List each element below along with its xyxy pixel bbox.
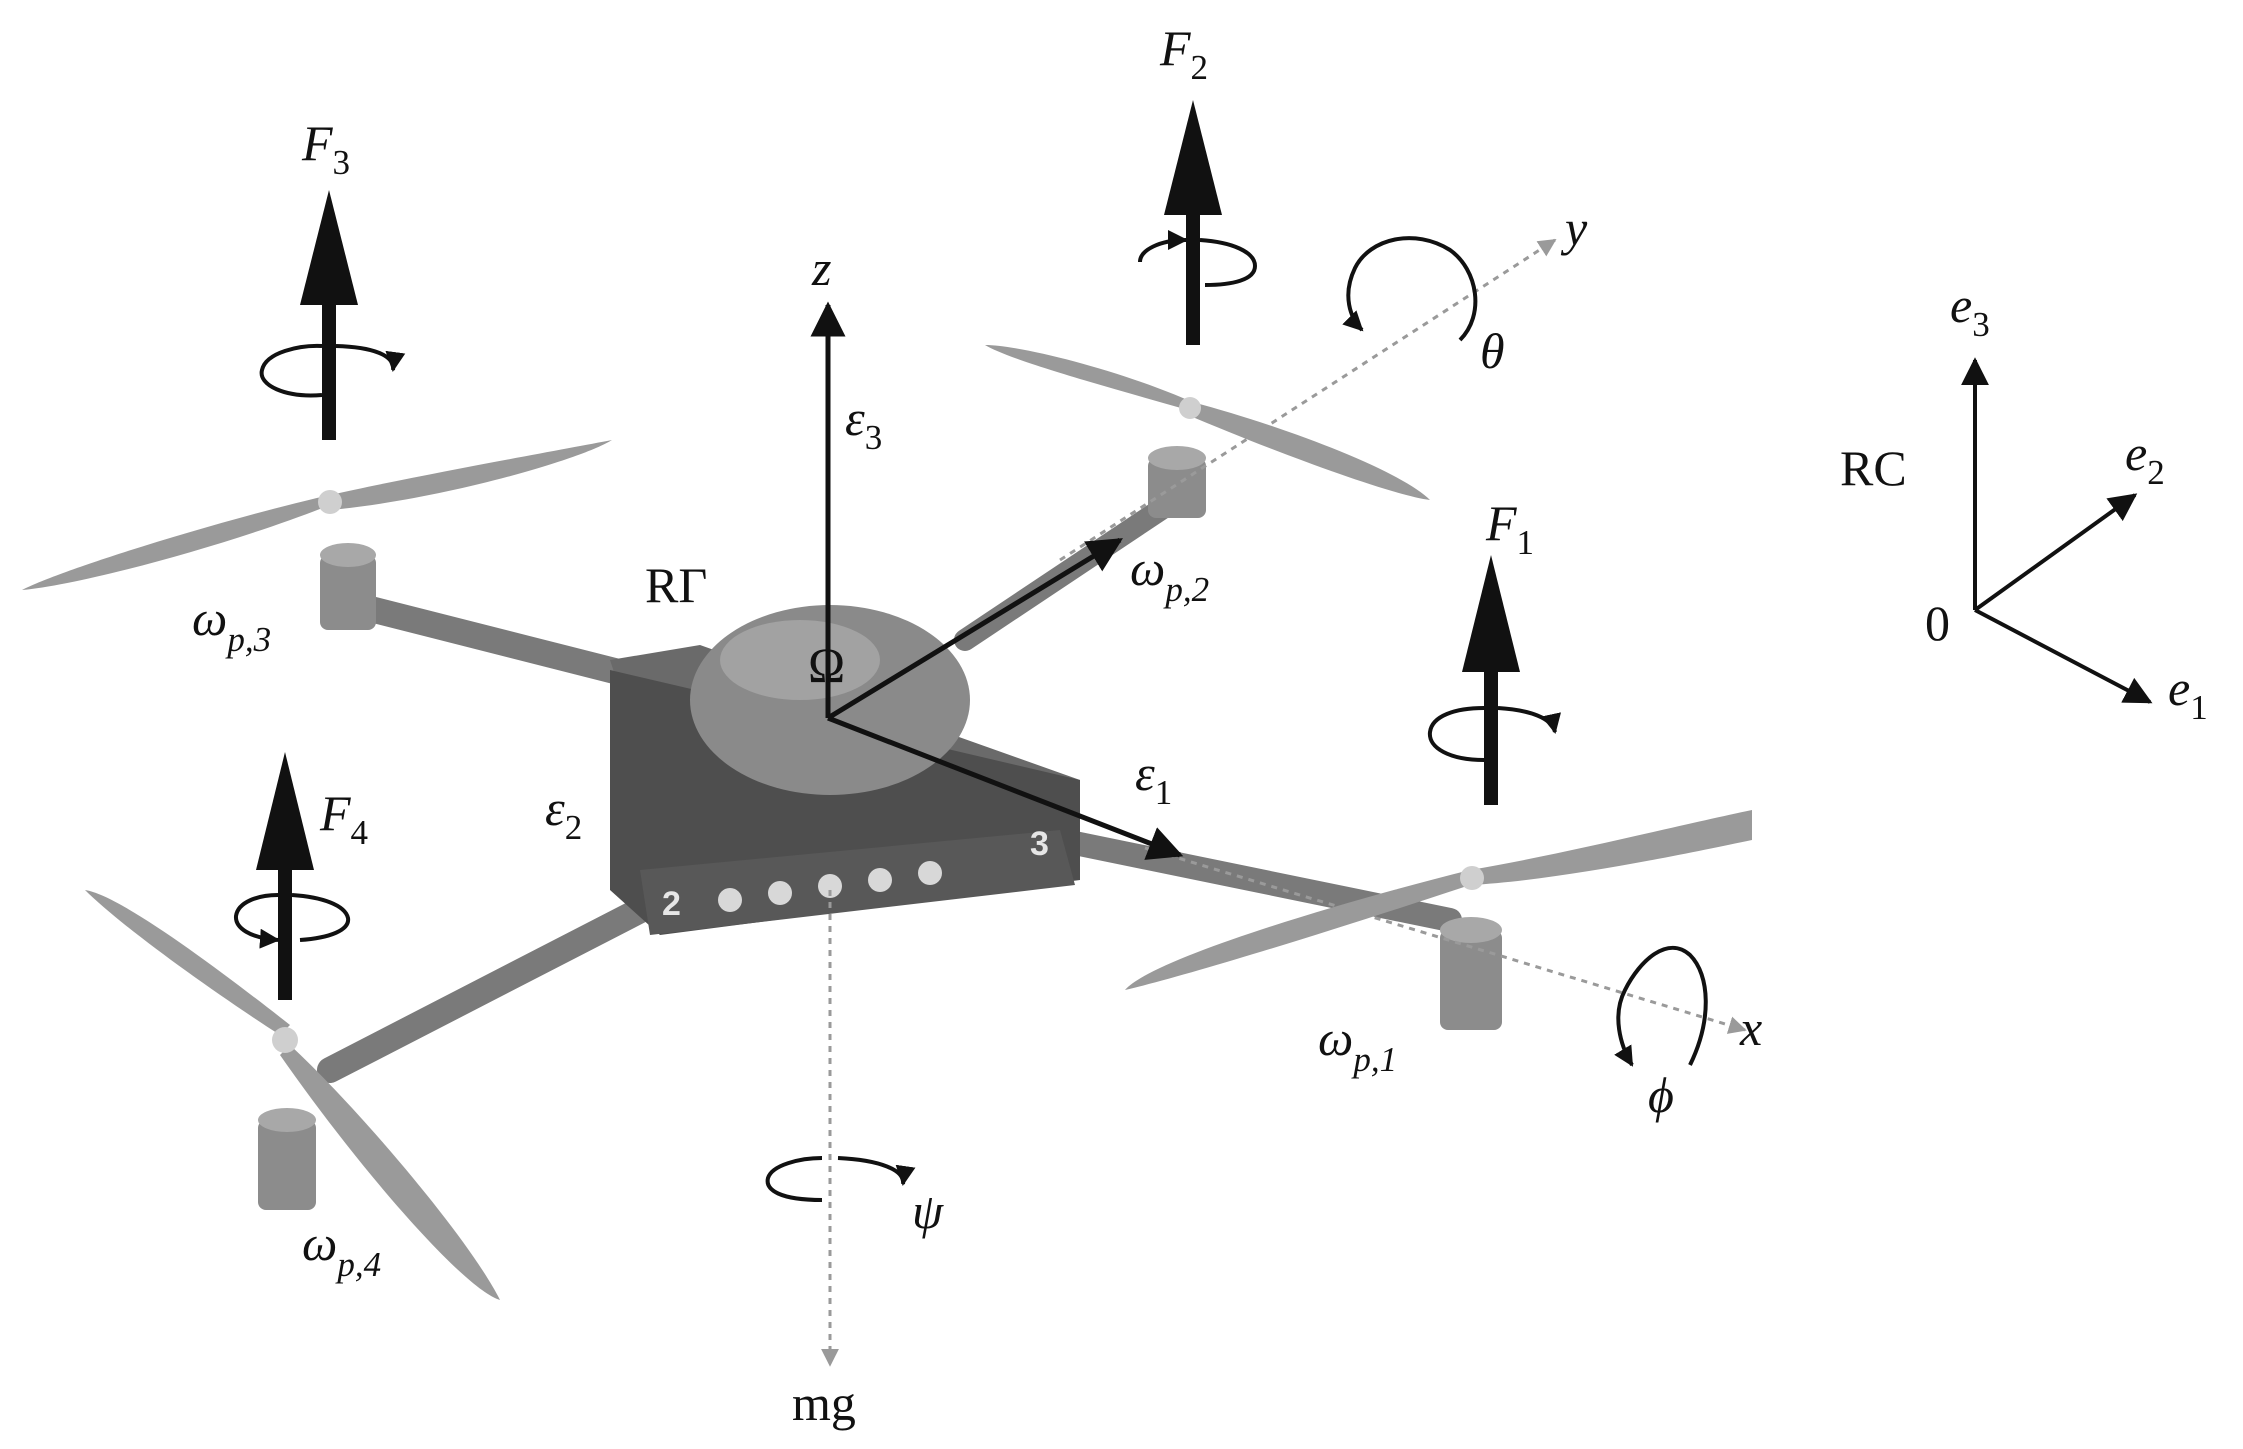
center-frame-face xyxy=(640,830,1075,935)
arm-number-2: 2 xyxy=(662,885,681,923)
thrust-arrow-f4 xyxy=(256,752,314,1000)
arm-number-3: 3 xyxy=(1030,825,1049,863)
label-omega-p3: ωp,3 xyxy=(192,590,271,659)
canopy-highlight xyxy=(720,620,880,700)
motor-3 xyxy=(320,543,376,630)
label-origin-0: 0 xyxy=(1925,595,1950,651)
eps2-axis xyxy=(826,537,1123,721)
label-eps2: ε2 xyxy=(545,780,582,847)
label-e2: e2 xyxy=(2125,425,2165,492)
label-eps3: ε3 xyxy=(845,390,882,457)
thrust-arrow-f3 xyxy=(300,190,358,440)
spin-arrow-rotor1 xyxy=(1427,706,1555,762)
inertial-axes xyxy=(821,238,1747,1367)
frame-hole xyxy=(868,868,892,892)
label-omega-p4: ωp,4 xyxy=(302,1215,381,1284)
label-mg: mg xyxy=(792,1375,856,1431)
propeller-1 xyxy=(1125,810,1752,990)
spin-arrow-rotor2 xyxy=(1138,240,1258,287)
propeller-3 xyxy=(22,440,612,590)
propeller-4 xyxy=(85,890,500,1300)
frame-hole xyxy=(718,888,742,912)
label-e3: e3 xyxy=(1950,277,1990,344)
pitch-rotation-arrow xyxy=(1342,236,1478,342)
x-axis-line xyxy=(1144,846,1747,1034)
label-theta: θ xyxy=(1480,323,1505,379)
thrust-arrow-f2 xyxy=(1164,100,1222,345)
propeller-2 xyxy=(985,345,1430,500)
eps1-axis xyxy=(827,715,1184,860)
label-psi: ψ xyxy=(912,1183,944,1239)
label-f2: F2 xyxy=(1159,20,1208,87)
label-f1: F1 xyxy=(1485,495,1534,562)
thrust-arrow-f1 xyxy=(1462,555,1520,805)
rotation-arrows xyxy=(234,236,1708,1200)
y-axis-line xyxy=(1059,238,1557,562)
motor-1 xyxy=(1440,917,1502,1030)
label-body-frame: RΓ xyxy=(645,557,707,613)
label-e1: e1 xyxy=(2168,660,2208,727)
motor-4 xyxy=(258,1108,316,1210)
arm-3 xyxy=(322,587,663,693)
motor-2 xyxy=(1148,446,1206,518)
label-z: z xyxy=(811,240,831,296)
body-frame-arrows xyxy=(810,301,1184,860)
frame-hole xyxy=(818,874,842,898)
label-x: x xyxy=(1739,1000,1762,1056)
frame-hole xyxy=(918,861,942,885)
label-eps1: ε1 xyxy=(1135,745,1172,812)
e2-arrow xyxy=(1973,493,2138,612)
thrust-arrows xyxy=(256,100,1520,1000)
roll-rotation-arrow xyxy=(1614,945,1708,1067)
label-y: y xyxy=(1560,200,1588,256)
label-phi: ϕ xyxy=(1648,1067,1674,1123)
spin-arrow-rotor3 xyxy=(259,343,394,398)
e1-arrow xyxy=(1974,608,2153,704)
label-rc: RC xyxy=(1840,440,1907,496)
label-f3: F3 xyxy=(301,115,350,182)
yaw-rotation-arrow xyxy=(765,1156,903,1200)
arm-4 xyxy=(317,887,673,1083)
label-origin-omega: Ω xyxy=(808,637,845,693)
spin-arrow-rotor4 xyxy=(234,893,351,940)
label-omega-p2: ωp,2 xyxy=(1130,540,1209,609)
reference-frame: e3 e2 e1 RC 0 xyxy=(1840,277,2208,727)
frame-hole xyxy=(768,881,792,905)
diagram-labels: F3 F2 F1 F4 ωp,3 ωp,2 ωp,1 ωp,4 z y x ε3… xyxy=(192,20,1762,1431)
label-omega-p1: ωp,1 xyxy=(1318,1010,1397,1079)
label-f4: F4 xyxy=(319,785,368,852)
